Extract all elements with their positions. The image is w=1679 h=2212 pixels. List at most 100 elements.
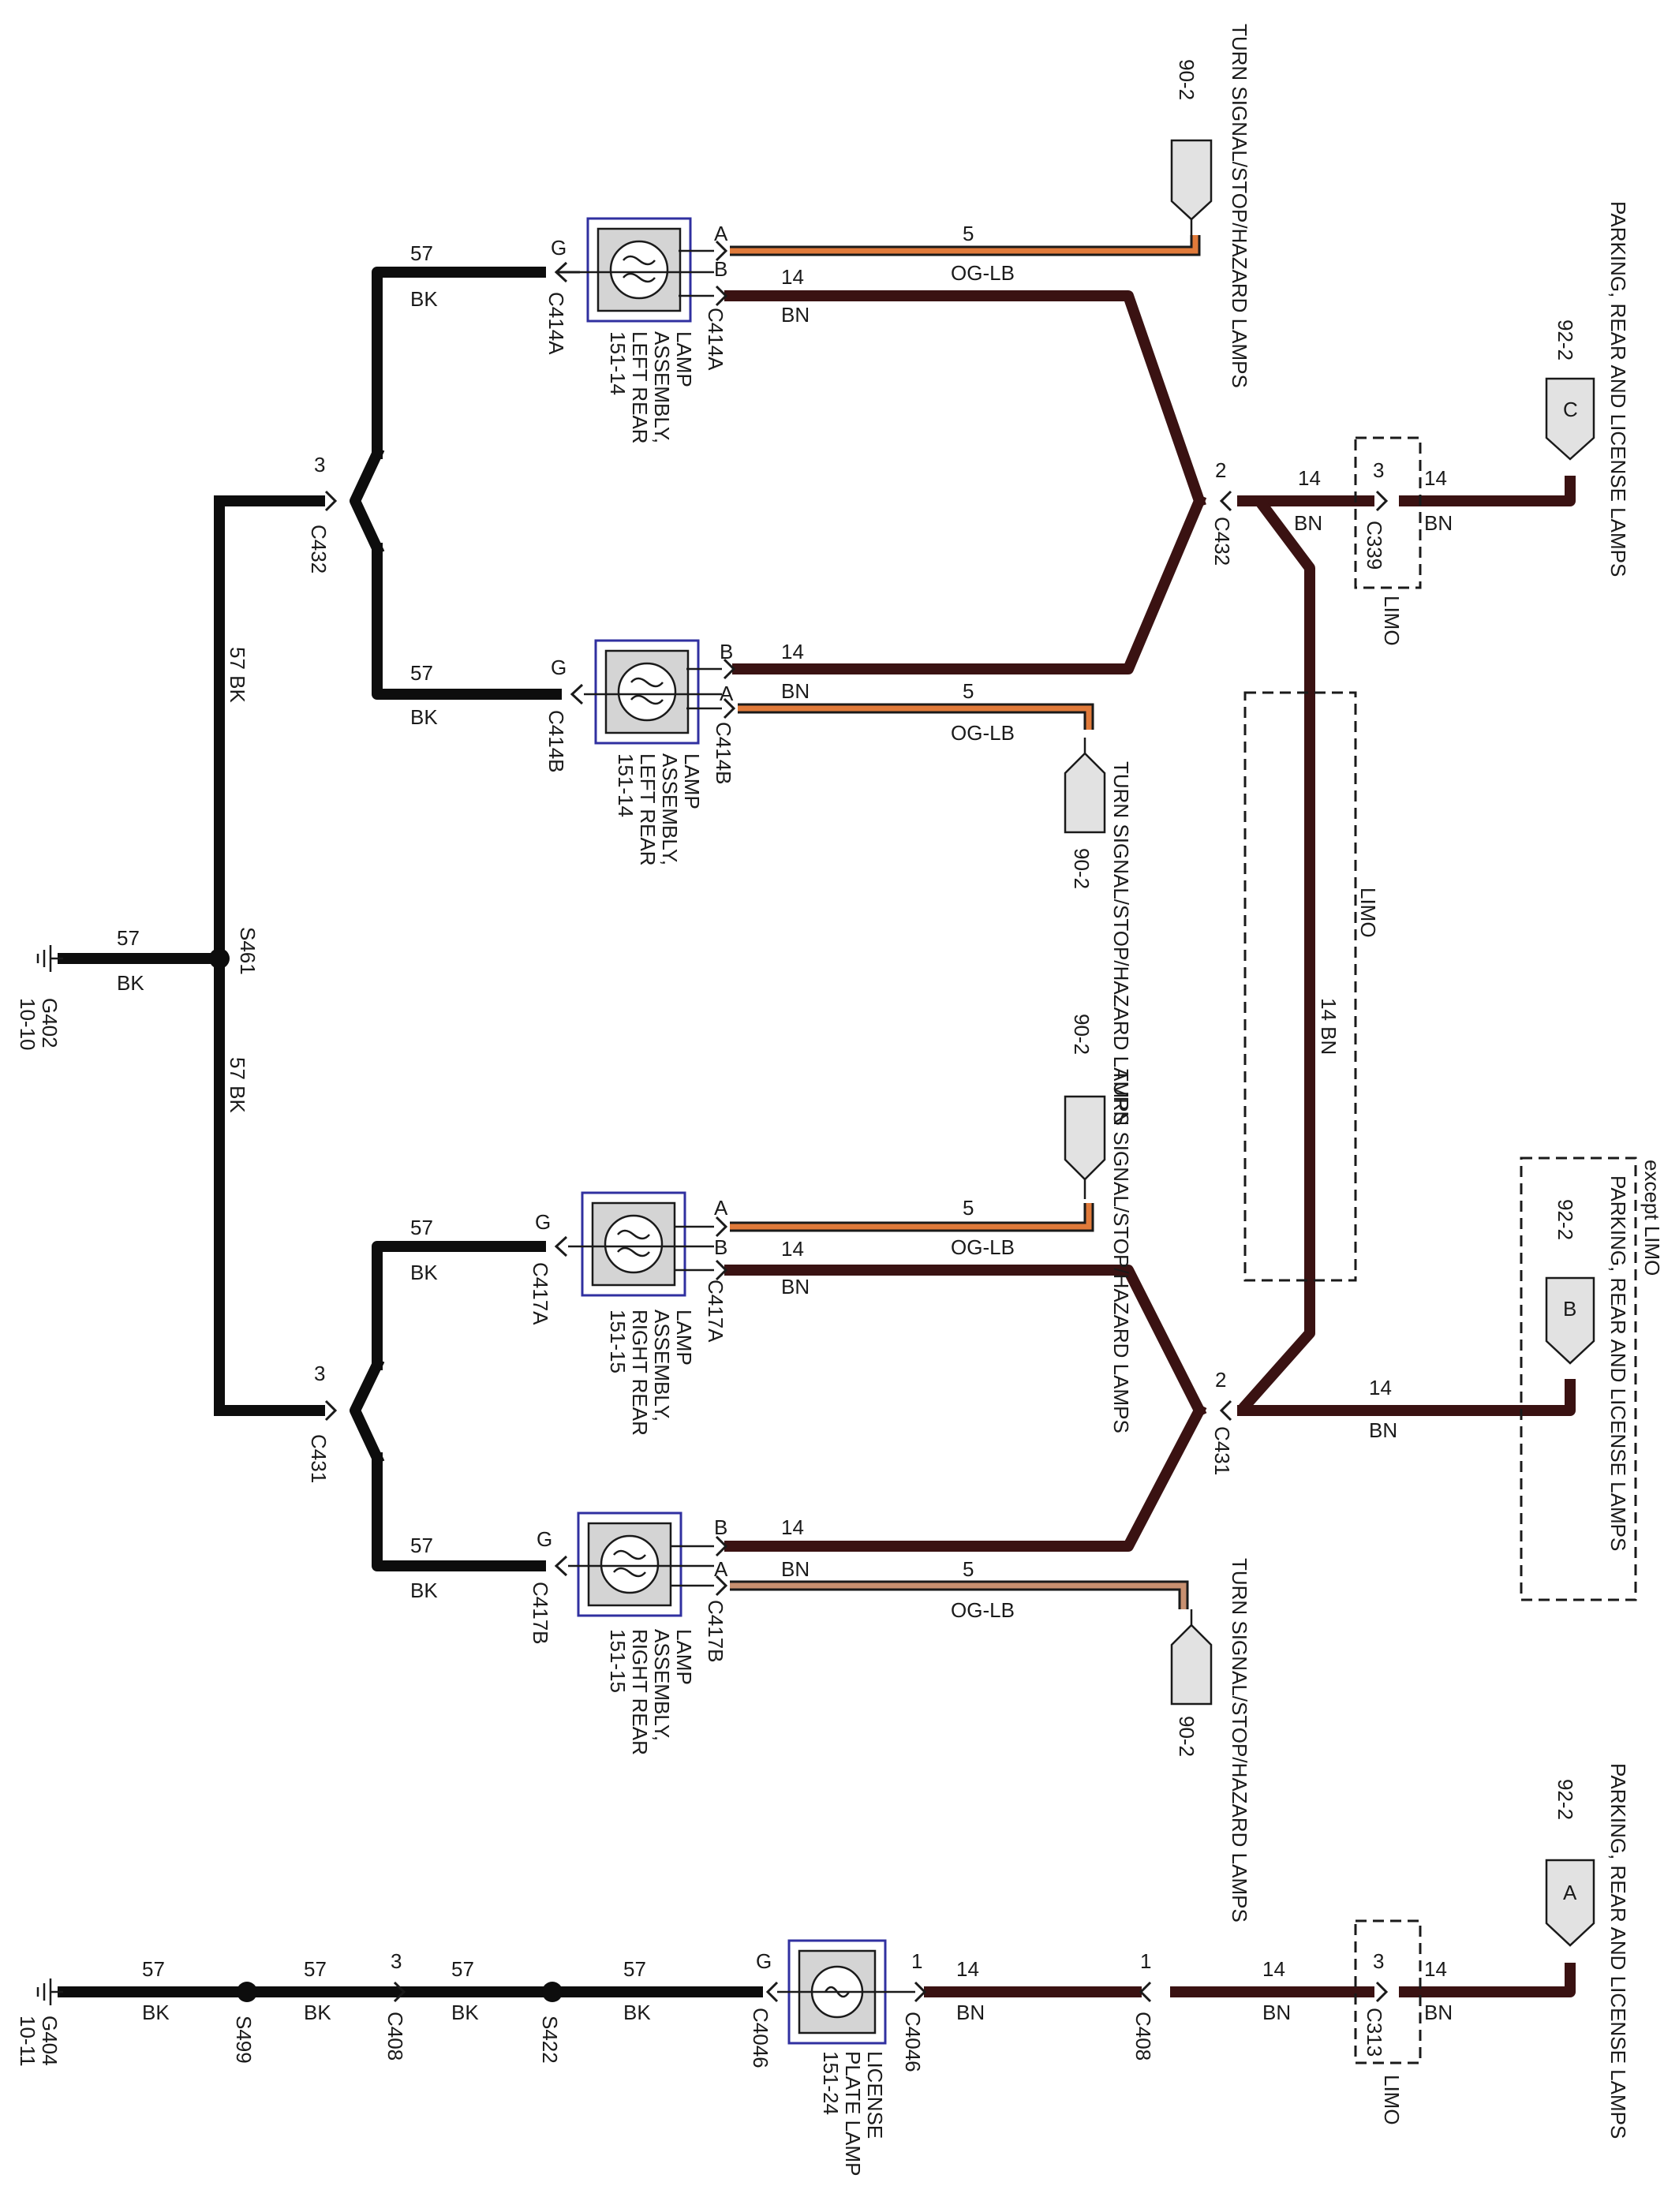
wire-label-57: 57 — [142, 1957, 165, 1981]
og-lb-wiring — [730, 235, 1201, 1609]
wire-label-oglb: OG-LB — [951, 721, 1015, 745]
lamp-left-rear-b — [584, 639, 722, 745]
arrow-c408-right — [1139, 1981, 1152, 2003]
wire-57-bk-c432-to-c414a — [372, 267, 546, 459]
arrow-c414b-a — [723, 697, 736, 719]
wire-label-14: 14 — [1369, 1376, 1392, 1399]
arrow-c432-right — [1219, 490, 1232, 512]
wire-14-bn-c414b — [732, 493, 1207, 674]
wire-14-bn-limo-crossover — [1239, 497, 1315, 1412]
connector-c417a-g: C417A — [529, 1262, 552, 1325]
lamp-rr-line3: RIGHT REAR — [628, 1629, 652, 1755]
wire-14-bn-c431-to-92-2b — [1237, 1379, 1576, 1416]
connector-c313: C313 — [1363, 2008, 1386, 2057]
wire-57-bk-c431-to-c417b — [372, 1452, 546, 1571]
connector-c417b-ab: C417B — [704, 1600, 727, 1663]
lamp-rr-line3: RIGHT REAR — [628, 1310, 652, 1436]
pin-3-c432: 3 — [314, 453, 325, 476]
ref-parking-92-2: 92-2 — [1554, 1779, 1577, 1820]
connector-c417b-g: C417B — [529, 1582, 552, 1645]
flag-parking-c — [1545, 377, 1595, 461]
flag-turn-90-2-upper-mid — [1064, 738, 1106, 834]
arrow-c417b-b — [715, 1535, 728, 1557]
wire-label-bn: BN — [781, 1557, 810, 1581]
wire-14-bn-c414a — [724, 290, 1206, 508]
lamp-rr-line2: ASSEMBLY, — [650, 1310, 674, 1422]
connector-arrows — [324, 240, 1389, 2003]
arrow-c4046-1 — [914, 1981, 927, 2003]
wire-label-bk: BK — [410, 1261, 438, 1284]
wire-label-57: 57 — [117, 926, 140, 950]
wire-label-57: 57 — [410, 1216, 433, 1239]
connector-c431-left: C431 — [307, 1434, 331, 1483]
wire-label-14: 14 — [781, 1515, 804, 1539]
wire-5-oglb-c417b — [730, 1582, 1187, 1609]
wire-label-bk: BK — [623, 2001, 651, 2024]
arrow-c408-left — [393, 1981, 406, 2003]
ref-turn-signal: TURN SIGNAL/STOP/HAZARD LAMPS — [1228, 1558, 1251, 1922]
connector-c408-a: C408 — [383, 2012, 407, 2061]
wire-label-bk: BK — [410, 1579, 438, 1602]
ref-turn-90-2: 90-2 — [1175, 59, 1198, 100]
connector-c417a-ab: C417A — [704, 1280, 727, 1343]
flag-parking-a — [1545, 1859, 1595, 1947]
lamp-lp-ref: 151-24 — [819, 2051, 843, 2115]
wire-14-bn-c417a — [724, 1265, 1207, 1418]
ground-g404-icon — [36, 1978, 63, 2005]
lamp-lr-ref: 151-14 — [614, 753, 638, 817]
pin-3-c431: 3 — [314, 1362, 325, 1385]
connector-c431-right: C431 — [1210, 1426, 1234, 1475]
ref-parking-92-2: 92-2 — [1554, 1199, 1577, 1240]
wire-label-57: 57 — [410, 241, 433, 265]
lamp-lr-line1: LAMP — [680, 753, 704, 809]
ground-g402: G402 — [38, 998, 62, 1048]
pin-g-c414a: G — [551, 236, 567, 260]
splice-s461: S461 — [236, 927, 260, 975]
lamp-rr-line2: ASSEMBLY, — [650, 1629, 674, 1741]
wire-label-bn: BN — [956, 2001, 985, 2024]
lamp-lr-line2: ASSEMBLY, — [658, 753, 682, 865]
connector-c414a-g: C414A — [544, 292, 568, 355]
connector-c414b-g: C414B — [544, 710, 568, 773]
option-limo: LIMO — [1380, 2075, 1404, 2125]
option-except-limo: except LIMO — [1640, 1160, 1664, 1276]
ref-turn-signal: TURN SIGNAL/STOP/HAZARD LAMPS — [1109, 1069, 1133, 1433]
lamp-rr-ref: 151-15 — [606, 1629, 630, 1693]
pin-1-c4046: 1 — [911, 1949, 922, 1973]
wire-label-14: 14 — [1298, 466, 1321, 490]
pin-1-c408: 1 — [1140, 1949, 1151, 1973]
wire-label-bk: BK — [304, 2001, 331, 2024]
flag-label-b: B — [1563, 1297, 1576, 1321]
ref-turn-90-2: 90-2 — [1175, 1716, 1198, 1757]
pin-b-c417a: B — [714, 1235, 727, 1259]
wire-label-5: 5 — [963, 1557, 974, 1581]
wire-5-oglb-c414a — [730, 235, 1198, 254]
arrow-c417a-b — [715, 1259, 728, 1281]
wire-5-oglb-c414b — [738, 705, 1092, 730]
ground-g402-ref: 10-10 — [16, 998, 39, 1051]
pin-3-c339: 3 — [1373, 458, 1384, 482]
wire-label-57: 57 — [451, 1957, 474, 1981]
wire-label-bk: BK — [410, 287, 438, 311]
arrow-c414a-a — [715, 240, 728, 262]
arrow-c414a-g — [554, 261, 580, 283]
wire-14-bn-c339-to-92-2c — [1399, 476, 1576, 506]
splice-s422-dot — [542, 1982, 563, 2002]
arrow-c417a-g — [554, 1235, 568, 1257]
pin-b-c414a: B — [714, 257, 727, 281]
arrow-c414b-b — [723, 658, 736, 680]
wire-label-14: 14 — [956, 1957, 979, 1981]
arrow-c431-right — [1219, 1399, 1232, 1422]
arrow-c414a-b — [715, 285, 728, 307]
wire-label-5: 5 — [963, 1196, 974, 1220]
wire-14-bn-c417b — [724, 1403, 1207, 1552]
wire-label-bn: BN — [781, 679, 810, 703]
ref-parking: PARKING, REAR AND LICENSE LAMPS — [1606, 1763, 1630, 2139]
wire-label-14: 14 — [781, 1237, 804, 1261]
lamp-right-rear-b — [568, 1511, 714, 1617]
lamp-lr-line3: LEFT REAR — [628, 331, 652, 444]
ref-parking: PARKING, REAR AND LICENSE LAMPS — [1606, 1175, 1630, 1551]
wire-label-bn: BN — [781, 1275, 810, 1298]
pin-3-c313: 3 — [1373, 1949, 1384, 1973]
flag-label-c: C — [1563, 398, 1578, 421]
